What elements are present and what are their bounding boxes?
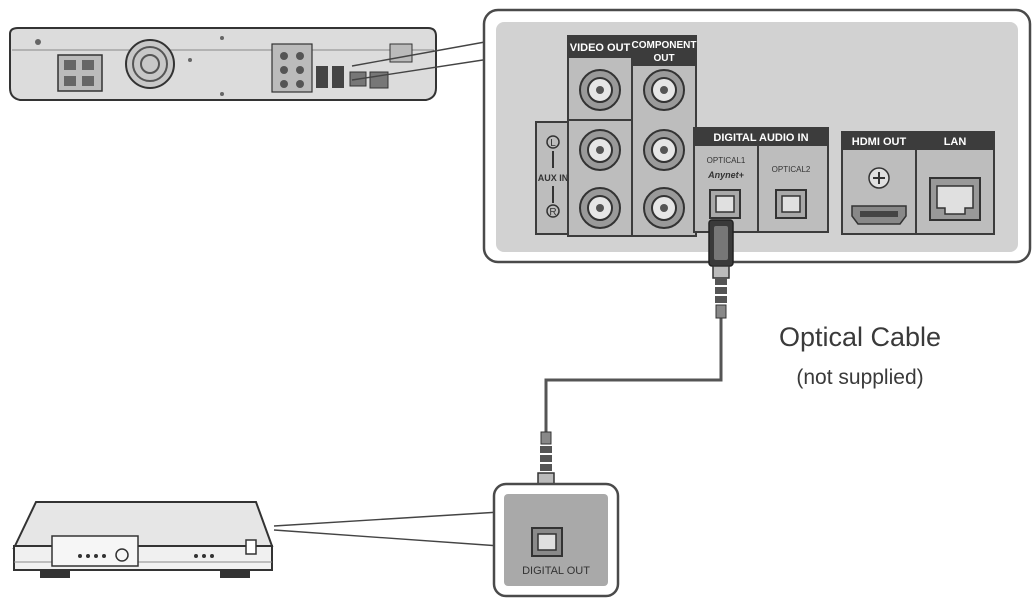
digital-out-port: [531, 527, 563, 557]
video-out-block: VIDEO OUT: [567, 35, 633, 237]
speaker-terminals: [57, 54, 103, 92]
component-pr-jack: [643, 187, 685, 229]
zoom-lines-bottom: [273, 511, 501, 547]
aux-in-block: L AUX IN R: [535, 121, 571, 235]
aux-left-label: L: [550, 138, 556, 149]
cooling-fan: [125, 39, 175, 89]
video-out-label: VIDEO OUT: [570, 42, 631, 54]
aux-in-right-jack: [579, 187, 621, 229]
hdmi-port: [851, 205, 907, 225]
anynet-logo-text: Anynet+: [707, 170, 745, 180]
component-pb-jack: [643, 129, 685, 171]
cable-name: Optical Cable: [778, 322, 942, 352]
cable-note: (not supplied): [796, 366, 924, 389]
lan-block: LAN: [915, 131, 995, 235]
digital-out-label: DIGITAL OUT: [522, 565, 590, 577]
optical-plug-top: [708, 219, 734, 319]
component-out-label-line1: COMPONENT: [632, 40, 697, 51]
video-out-jack: [579, 69, 621, 111]
optical2-label: OPTICAL2: [772, 165, 811, 174]
hdmi-screw-icon: [868, 167, 890, 189]
aux-right-label: R: [549, 207, 556, 218]
zoom-lines-top: [351, 39, 497, 81]
digital-audio-in-label: DIGITAL AUDIO IN: [713, 132, 808, 144]
hdmi-out-label: HDMI OUT: [852, 136, 907, 148]
lan-port: [929, 177, 981, 221]
optical1-port: [709, 189, 741, 219]
component-y-jack: [643, 69, 685, 111]
component-out-label-line2: OUT: [653, 53, 674, 64]
optical-cable: [533, 219, 734, 530]
lan-label: LAN: [944, 136, 967, 148]
rear-panel-callout: L AUX IN R VIDEO OUT: [482, 8, 1032, 264]
aux-in-label: AUX IN: [538, 173, 569, 183]
digital-out-callout: DIGITAL OUT: [492, 482, 620, 598]
home-theater-unit: [9, 27, 437, 101]
aux-in-left-jack: [579, 129, 621, 171]
optical2-port: [775, 189, 807, 219]
source-device: [12, 501, 274, 578]
component-out-block: COMPONENT OUT: [631, 35, 697, 237]
digital-audio-in-block: DIGITAL AUDIO IN OPTICAL1 Anynet+ OPTICA…: [693, 127, 829, 233]
hdmi-out-block: HDMI OUT: [841, 131, 917, 235]
optical1-label: OPTICAL1: [707, 156, 746, 165]
